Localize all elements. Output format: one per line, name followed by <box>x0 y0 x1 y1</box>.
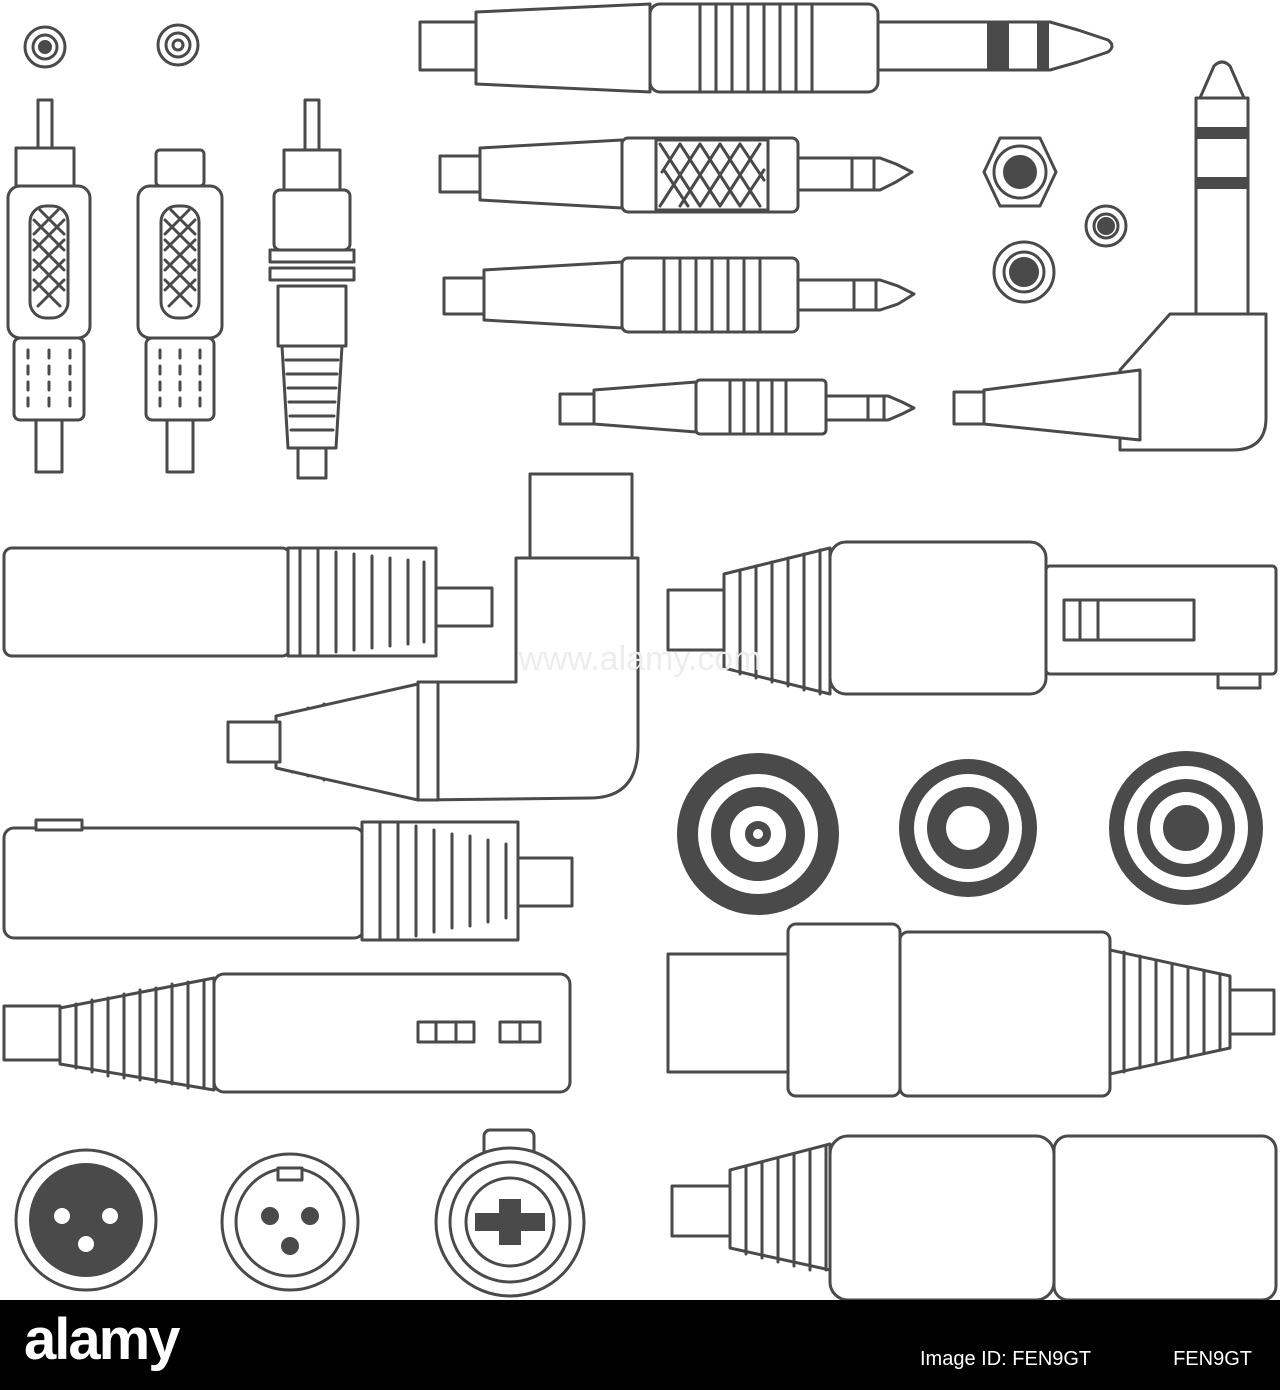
watermark-image-id: FEN9GT <box>1173 1348 1252 1370</box>
jack-socket-hex-icon <box>982 136 1058 208</box>
xlr-female-socket-icon <box>220 1152 360 1292</box>
speakon-socket-c-icon <box>1109 751 1263 905</box>
connectors-illustration <box>2 2 1278 1300</box>
rca-plug-slim-icon <box>268 98 356 480</box>
xlr-right-angle-plug-icon <box>226 472 640 802</box>
speakon-socket-a-icon <box>677 753 839 915</box>
trs-jack-mini-icon <box>442 256 916 334</box>
speakon-plug-icon <box>666 540 1278 696</box>
watermark-brand: alamy <box>24 1307 180 1372</box>
watermark-id-label: Image ID: FEN9GT <box>920 1348 1092 1370</box>
rca-plug-icon <box>6 98 92 474</box>
trs-jack-large-icon <box>418 2 1114 94</box>
jack-socket-small-icon <box>1084 204 1128 248</box>
speakon-large-plug-icon <box>666 922 1276 1098</box>
xlr-male-plug-icon <box>2 546 494 658</box>
watermark-footer <box>0 1300 1280 1390</box>
xlr-male-socket-icon <box>14 1148 158 1292</box>
rca-plug-female-icon <box>136 148 224 474</box>
trs-jack-mini-knurled-icon <box>438 136 914 214</box>
xlr-female-plug-icon <box>2 818 574 942</box>
xlr-plug-large-icon <box>670 1134 1278 1300</box>
speakon-socket-b-icon <box>899 759 1037 897</box>
trs-jack-right-angle-icon <box>952 60 1268 452</box>
trs-jack-micro-icon <box>558 378 916 436</box>
jack-socket-round-icon <box>992 240 1056 304</box>
xlr-female-plug-b-icon <box>2 972 572 1094</box>
rca-socket-icon <box>23 25 67 69</box>
combo-socket-icon <box>434 1128 586 1298</box>
rca-socket-small-icon <box>156 23 200 67</box>
